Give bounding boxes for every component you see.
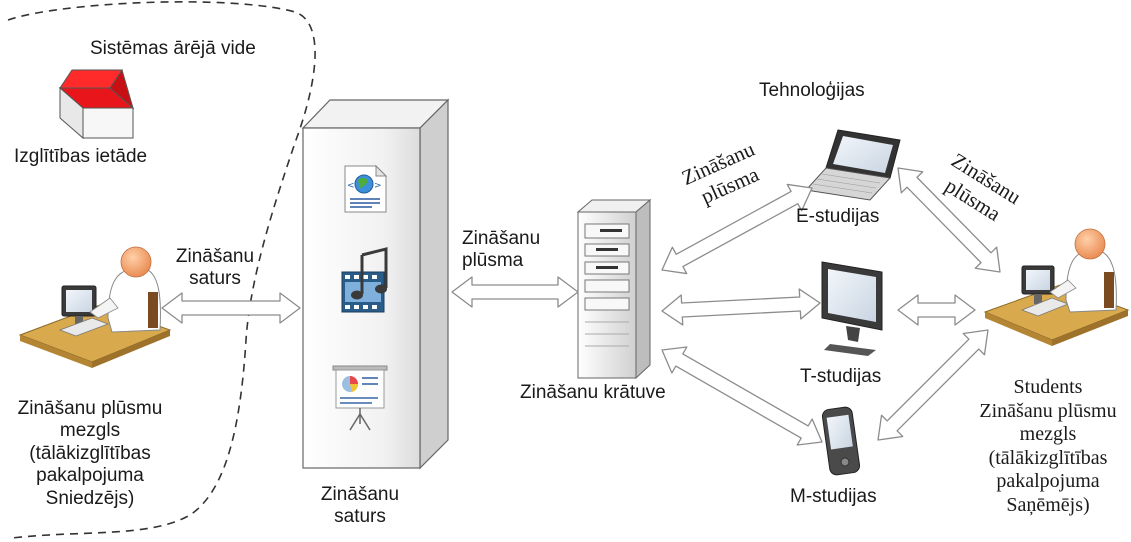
web-document-icon: < > <box>344 164 388 213</box>
content-flow-left-line-2: saturs <box>189 268 241 290</box>
arrow-repository-tstudies <box>661 288 821 326</box>
laptop-icon <box>805 129 901 201</box>
student-line: Saņēmējs) <box>1006 493 1090 516</box>
flow-mid-label: Zināšanu plūsma <box>462 228 540 273</box>
student-node-label: Students Zināšanu plūsmu mezgls (tālākiz… <box>965 376 1131 518</box>
environment-boundary <box>7 1 316 539</box>
t-studies-label: T-studijas <box>800 366 882 387</box>
provider-line: (tālākizglītības <box>29 442 151 464</box>
media-icon <box>341 247 388 313</box>
content-flow-left-line-1: Zināšanu <box>175 246 255 267</box>
flow-mid-line-2: plūsma <box>462 250 524 272</box>
content-box-line-1: Zināšanu <box>320 484 400 505</box>
svg-text:>: > <box>374 181 382 191</box>
student-line: mezgls <box>1019 423 1077 446</box>
content-flow-left-label: Zināšanu saturs <box>160 246 270 291</box>
student-workstation-icon <box>983 228 1130 346</box>
content-box-line-2: saturs <box>334 506 386 528</box>
provider-line: Sniedzējs) <box>45 487 135 509</box>
arrow-provider-content <box>161 292 301 324</box>
svg-text:<: < <box>347 181 355 191</box>
student-line: Students <box>1013 376 1083 398</box>
content-box-label: Zināšanu saturs <box>300 484 420 529</box>
flow-arrows <box>161 167 1001 446</box>
arrow-mstudies-student <box>877 329 989 441</box>
tv-monitor-icon <box>821 261 883 356</box>
student-line: (tālākizglītības <box>988 446 1108 469</box>
provider-line: Zināšanu plūsmu <box>17 398 163 419</box>
arrow-repository-estudies <box>661 183 813 275</box>
arrow-estudies-student <box>897 167 1001 273</box>
provider-node-label: Zināšanu plūsmu mezgls (tālākizglītības … <box>0 398 180 510</box>
provider-workstation-icon <box>18 246 172 368</box>
arrow-tstudies-student <box>897 294 976 326</box>
arrow-content-repository <box>451 276 579 308</box>
presentation-icon <box>332 365 388 431</box>
arrow-repository-mstudies <box>661 346 823 446</box>
student-line: pakalpojuma <box>996 470 1100 493</box>
institution-label: Izglītības ietāde <box>14 146 148 167</box>
provider-line: mezgls <box>59 420 121 442</box>
technologies-label: Tehnoloģijas <box>759 80 865 101</box>
m-studies-label: M-studijas <box>790 486 877 507</box>
house-icon <box>58 68 135 140</box>
server-icon <box>576 198 652 380</box>
student-line: Zināšanu plūsmu <box>979 399 1117 422</box>
repository-label: Zināšanu krātuve <box>520 382 666 403</box>
external-environment-label: Sistēmas ārējā vide <box>90 38 256 59</box>
provider-line: pakalpojuma <box>36 465 144 487</box>
flow-mid-line-1: Zināšanu <box>462 228 541 249</box>
mobile-device-icon <box>821 406 861 476</box>
e-studies-label: E-studijas <box>796 206 880 227</box>
